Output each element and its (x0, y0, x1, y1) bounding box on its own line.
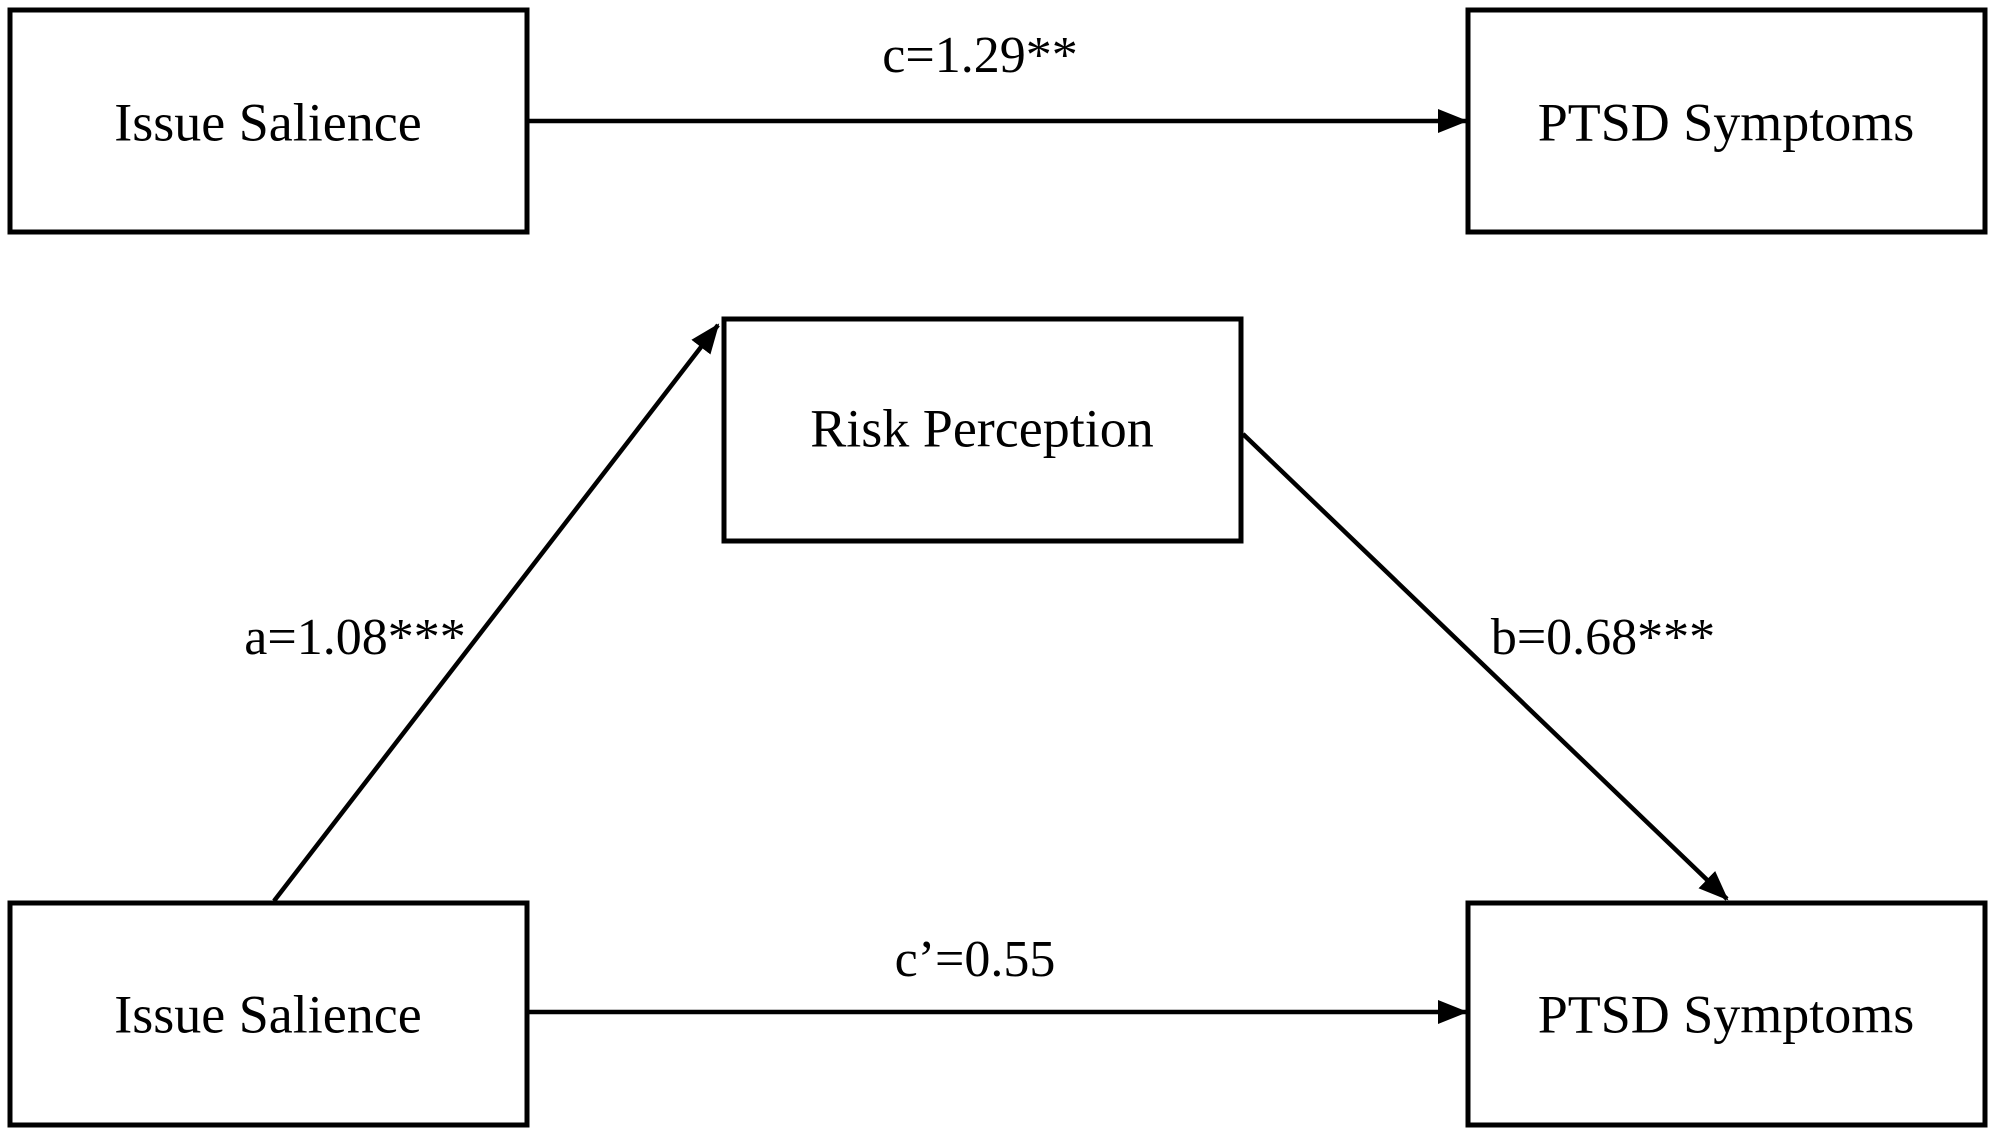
top-issue-salience-box: Issue Salience (7, 7, 530, 235)
path-a-arrow (272, 323, 720, 903)
top-ptsd-symptoms-box: PTSD Symptoms (1465, 7, 1988, 235)
risk-perception-label: Risk Perception (810, 398, 1153, 458)
bottom-issue-salience-box: Issue Salience (7, 900, 530, 1128)
top-issue-salience-label: Issue Salience (114, 92, 421, 152)
path-a-label: a=1.08*** (244, 609, 465, 666)
top-ptsd-symptoms-label: PTSD Symptoms (1538, 92, 1915, 152)
bottom-issue-salience-label: Issue Salience (114, 984, 421, 1044)
bottom-ptsd-symptoms-box: PTSD Symptoms (1465, 900, 1988, 1128)
path-c-label: c=1.29** (882, 27, 1077, 84)
path-b-arrow (1241, 432, 1729, 901)
bottom-ptsd-symptoms-label: PTSD Symptoms (1538, 984, 1915, 1044)
path-b-label: b=0.68*** (1491, 609, 1715, 666)
path-c-prime-label: c’=0.55 (895, 931, 1056, 988)
risk-perception-box: Risk Perception (721, 316, 1244, 544)
